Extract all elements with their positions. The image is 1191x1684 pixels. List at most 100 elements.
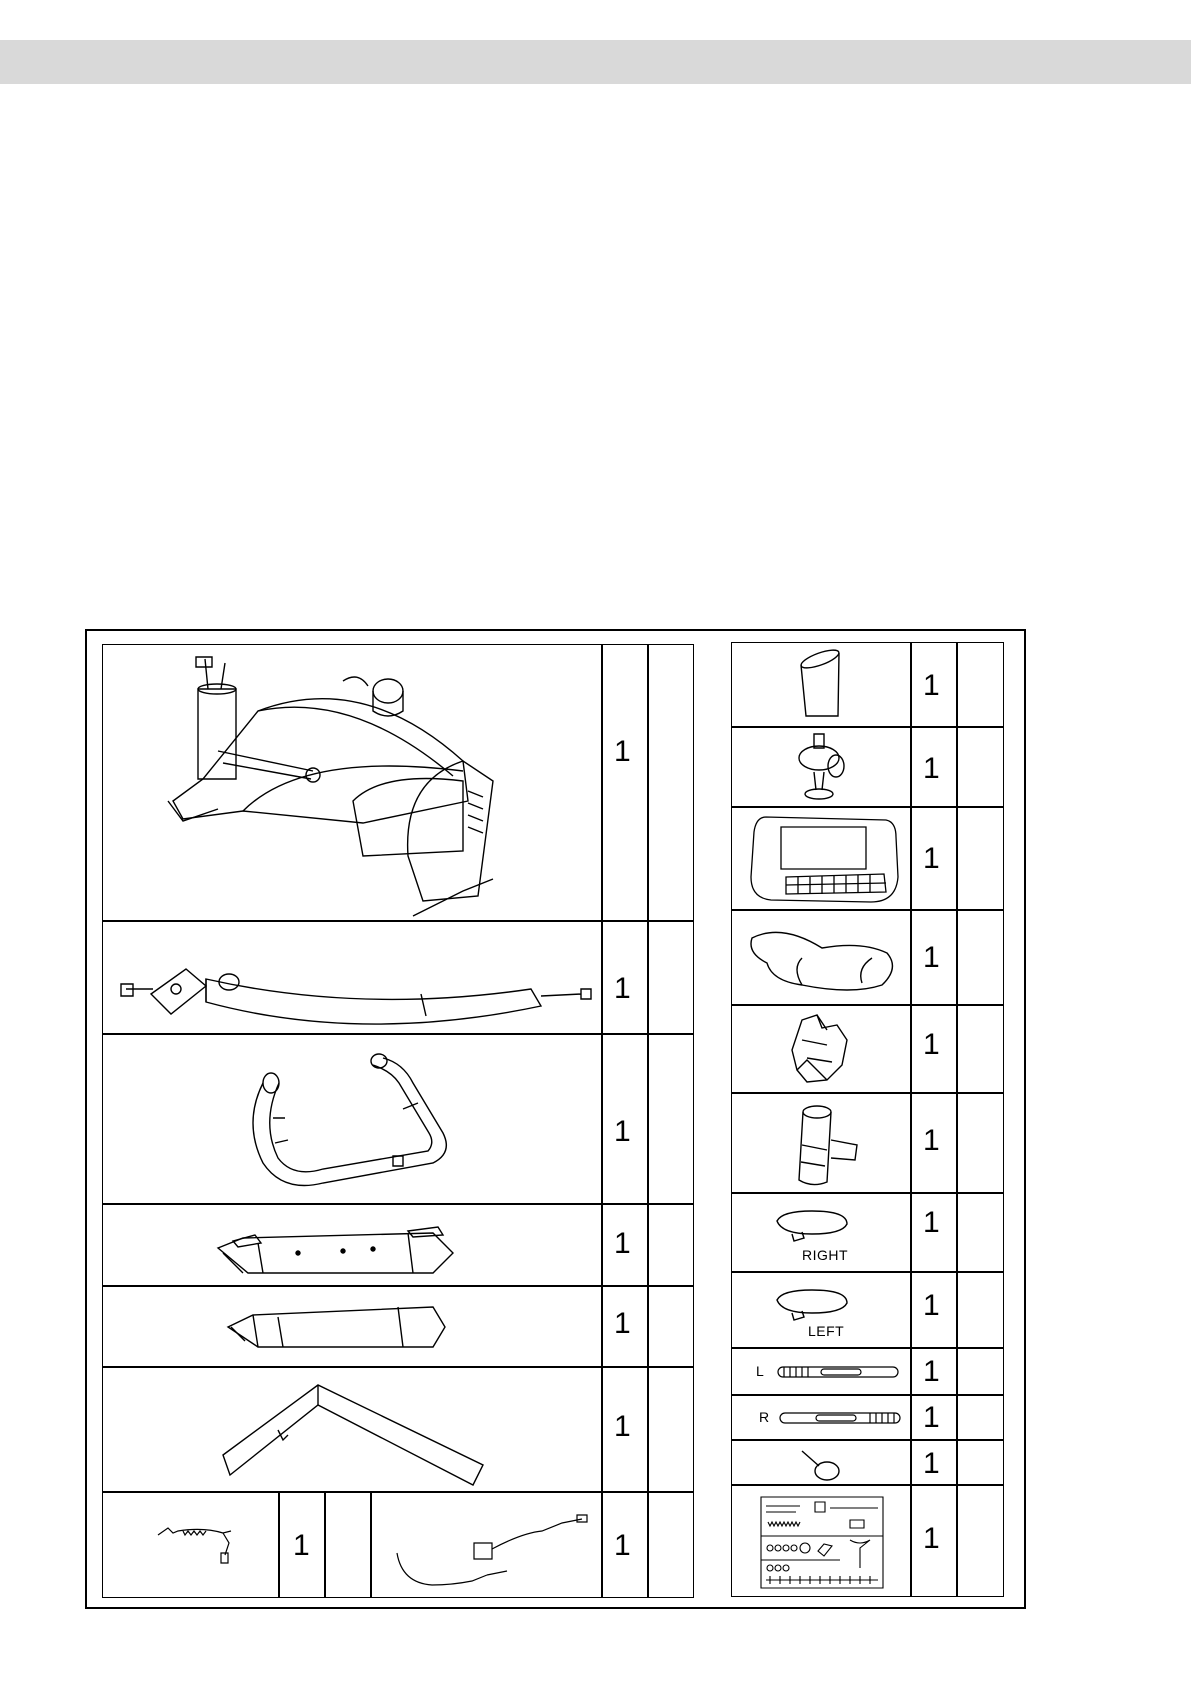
quantity-value: 1 bbox=[614, 1229, 631, 1259]
check-cell bbox=[957, 910, 1004, 1005]
part-image-cell: R bbox=[731, 1395, 911, 1440]
check-cell bbox=[648, 1286, 694, 1367]
check-cell bbox=[648, 644, 694, 921]
seat-post-drawing bbox=[218, 1380, 488, 1485]
quantity-value: 1 bbox=[923, 754, 940, 784]
quantity-value: 1 bbox=[923, 1357, 940, 1387]
qty-cell: 1 bbox=[602, 1034, 648, 1204]
check-cell bbox=[648, 921, 694, 1034]
part-image-cell bbox=[731, 910, 911, 1005]
quantity-value: 1 bbox=[614, 1309, 631, 1339]
quantity-value: 1 bbox=[923, 1208, 940, 1238]
qty-cell: 1 bbox=[602, 1367, 648, 1492]
quantity-value: 1 bbox=[923, 1449, 940, 1479]
check-cell bbox=[957, 807, 1004, 910]
header-bar bbox=[0, 40, 1191, 84]
quantity-value: 1 bbox=[923, 1030, 940, 1060]
strap-right-label: R bbox=[759, 1409, 770, 1425]
part-image-cell bbox=[731, 1440, 911, 1485]
post-cover-drawing bbox=[792, 651, 852, 721]
quantity-value: 1 bbox=[923, 1524, 940, 1554]
quantity-value: 1 bbox=[614, 737, 631, 767]
part-image-cell bbox=[731, 642, 911, 727]
part-image-cell bbox=[731, 727, 911, 807]
qty-cell: 1 bbox=[602, 1492, 648, 1598]
part-image-cell bbox=[102, 1492, 279, 1598]
part-image-cell bbox=[371, 1492, 602, 1598]
qty-cell: 1 bbox=[911, 807, 957, 910]
pedal-right-drawing bbox=[772, 1206, 852, 1246]
quantity-value: 1 bbox=[923, 671, 940, 701]
check-cell bbox=[957, 727, 1004, 807]
check-cell bbox=[957, 1093, 1004, 1193]
part-image-cell: LEFT bbox=[731, 1272, 911, 1348]
pedal-right-label: RIGHT bbox=[802, 1247, 848, 1263]
quantity-value: 1 bbox=[923, 1403, 940, 1433]
qty-cell: 1 bbox=[279, 1492, 325, 1598]
check-cell bbox=[957, 1485, 1004, 1597]
rear-cover-drawing bbox=[787, 1100, 867, 1190]
qty-cell: 1 bbox=[911, 1440, 957, 1485]
hardware-card-drawing bbox=[760, 1496, 885, 1590]
qty-cell: 1 bbox=[911, 727, 957, 807]
qty-cell: 1 bbox=[911, 1485, 957, 1597]
sensor-cable-drawing bbox=[153, 1523, 253, 1573]
power-adapter-drawing bbox=[392, 1513, 592, 1593]
qty-cell: 1 bbox=[911, 1005, 957, 1093]
pedal-strap-left-drawing bbox=[776, 1363, 901, 1381]
strap-left-label: L bbox=[756, 1363, 764, 1379]
handlebar-post-drawing bbox=[111, 934, 601, 1029]
seat-slider-drawing bbox=[792, 732, 852, 804]
check-cell bbox=[957, 1440, 1004, 1485]
check-cell bbox=[325, 1492, 371, 1598]
part-image-cell bbox=[731, 1005, 911, 1093]
adjustment-knob-drawing bbox=[797, 1446, 847, 1482]
qty-cell: 1 bbox=[911, 1348, 957, 1395]
quantity-value: 1 bbox=[923, 1291, 940, 1321]
main-frame-drawing bbox=[163, 651, 543, 916]
quantity-value: 1 bbox=[614, 974, 631, 1004]
check-cell bbox=[957, 1005, 1004, 1093]
rear-stabilizer-drawing bbox=[223, 1297, 453, 1359]
check-cell bbox=[648, 1034, 694, 1204]
part-image-cell: L bbox=[731, 1348, 911, 1395]
part-image-cell bbox=[102, 644, 602, 921]
qty-cell: 1 bbox=[911, 642, 957, 727]
part-image-cell bbox=[731, 807, 911, 910]
qty-cell: 1 bbox=[602, 1286, 648, 1367]
qty-cell: 1 bbox=[602, 644, 648, 921]
quantity-value: 1 bbox=[293, 1531, 310, 1561]
check-cell bbox=[648, 1367, 694, 1492]
handlebar-drawing bbox=[243, 1043, 473, 1198]
check-cell bbox=[648, 1492, 694, 1598]
qty-cell: 1 bbox=[911, 1395, 957, 1440]
qty-cell: 1 bbox=[911, 1093, 957, 1193]
part-image-cell: RIGHT bbox=[731, 1193, 911, 1272]
part-image-cell bbox=[731, 1485, 911, 1597]
check-cell bbox=[957, 1395, 1004, 1440]
part-image-cell bbox=[102, 1286, 602, 1367]
quantity-value: 1 bbox=[614, 1412, 631, 1442]
part-image-cell bbox=[102, 1034, 602, 1204]
check-cell bbox=[957, 1272, 1004, 1348]
quantity-value: 1 bbox=[923, 844, 940, 874]
quantity-value: 1 bbox=[923, 943, 940, 973]
pedal-strap-right-drawing bbox=[778, 1409, 903, 1427]
part-image-cell bbox=[731, 1093, 911, 1193]
part-image-cell bbox=[102, 921, 602, 1034]
front-stabilizer-drawing bbox=[213, 1213, 463, 1283]
check-cell bbox=[957, 1348, 1004, 1395]
qty-cell: 1 bbox=[602, 1204, 648, 1286]
pedal-left-drawing bbox=[772, 1285, 852, 1323]
qty-cell: 1 bbox=[602, 921, 648, 1034]
seat-drawing bbox=[742, 923, 902, 995]
qty-cell: 1 bbox=[911, 1193, 957, 1272]
qty-cell: 1 bbox=[911, 1272, 957, 1348]
check-cell bbox=[957, 1193, 1004, 1272]
check-cell bbox=[648, 1204, 694, 1286]
qty-cell: 1 bbox=[911, 910, 957, 1005]
front-cover-drawing bbox=[782, 1010, 857, 1090]
part-image-cell bbox=[102, 1204, 602, 1286]
quantity-value: 1 bbox=[614, 1531, 631, 1561]
quantity-value: 1 bbox=[923, 1126, 940, 1156]
